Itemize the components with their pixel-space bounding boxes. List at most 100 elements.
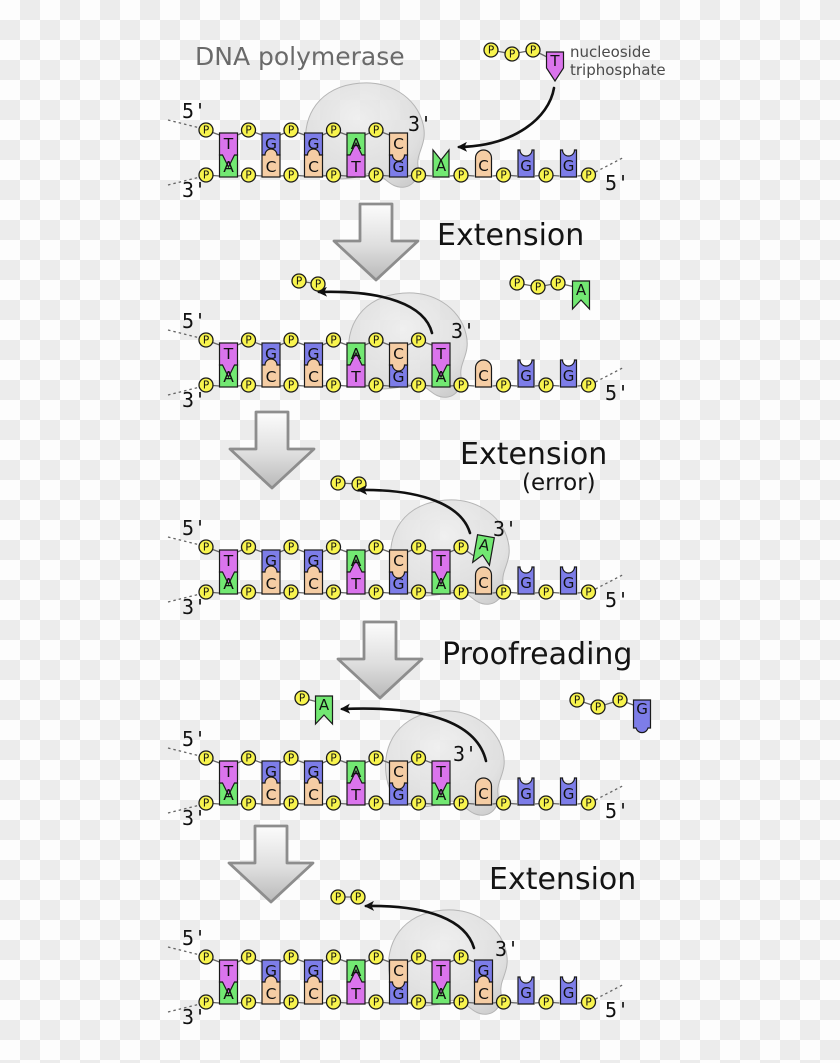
- base-T: [431, 342, 451, 379]
- base-C: [261, 565, 281, 595]
- phosphate-letter: P: [203, 587, 209, 599]
- phosphate-icon: [240, 377, 257, 393]
- phosphate-icon: [240, 795, 257, 811]
- base-T: [431, 959, 451, 996]
- reaction-arrow: [357, 484, 472, 535]
- phosphate-icon: [350, 889, 366, 905]
- base-letter-top: G: [265, 962, 277, 980]
- phosphate-letter: P: [458, 798, 464, 810]
- phosphate-icon: [509, 275, 525, 291]
- base-C: [303, 565, 324, 595]
- phosphate-icon: [368, 332, 384, 348]
- phosphate-letter: P: [458, 542, 464, 554]
- phosphate-letter: P: [203, 125, 209, 137]
- phosphate-letter: P: [330, 542, 336, 554]
- phosphate-letter: P: [500, 997, 506, 1009]
- base-T: [346, 968, 366, 1005]
- base-letter-bottom: A: [223, 575, 234, 593]
- phosphate-letter: P: [203, 542, 209, 554]
- phosphate-letter: P: [585, 587, 591, 599]
- phosphate-letter: P: [595, 702, 601, 714]
- template-base-letter: G: [520, 785, 532, 803]
- title-dna-polymerase: DNA polymerase: [195, 42, 405, 71]
- reaction-arrow: [317, 286, 434, 335]
- base-T: [218, 959, 239, 996]
- template-base-G: [517, 777, 535, 806]
- phosphate-icon: [283, 332, 299, 348]
- phosphate-icon: [538, 167, 554, 183]
- base-C: [261, 975, 281, 1005]
- phosphate-icon: [538, 994, 554, 1010]
- five-prime-label: 5': [605, 998, 629, 1022]
- phosphate-icon: [410, 994, 427, 1010]
- template-base-C: [474, 359, 493, 388]
- phosphate-letter: P: [458, 170, 464, 182]
- phosphate-letter: P: [330, 798, 336, 810]
- phosphate-icon: [198, 377, 214, 393]
- phosphate-letter: P: [585, 170, 591, 182]
- phosphate-letter: P: [535, 282, 541, 294]
- base-T: [431, 760, 451, 797]
- base-C: [388, 132, 409, 162]
- three-prime-end-label: 3': [408, 112, 432, 136]
- base-C: [261, 358, 281, 388]
- base-letter-bottom: T: [350, 575, 361, 593]
- free-base-A: [471, 534, 495, 567]
- phosphate-letter: P: [500, 587, 506, 599]
- phosphate-icon: [325, 332, 342, 348]
- base-T: [218, 760, 239, 797]
- three-prime-label: 3': [182, 178, 206, 202]
- strand-end-dotted: [595, 574, 623, 590]
- phosphate-icon: [283, 949, 299, 965]
- base-letter-bottom: A: [436, 368, 447, 386]
- base-T: [218, 549, 239, 586]
- five-prime-label: 5': [182, 309, 206, 333]
- phosphate-letter: P: [245, 798, 251, 810]
- phosphate-icon: [240, 539, 257, 555]
- phosphate-letter: P: [458, 997, 464, 1009]
- five-prime-label: 5': [182, 99, 206, 123]
- phosphate-letter: P: [373, 380, 379, 392]
- phosphate-letter: P: [530, 45, 536, 57]
- phosphate-letter: P: [617, 695, 623, 707]
- base-letter-bottom: G: [392, 158, 404, 176]
- phosphate-letter: P: [315, 279, 321, 291]
- phosphate-letter: P: [585, 997, 591, 1009]
- base-C: [388, 342, 409, 372]
- phosphate-icon: [368, 994, 384, 1010]
- down-arrow-icon: [332, 202, 420, 282]
- phosphate-icon: [325, 750, 342, 766]
- step-arrow-4: [227, 824, 315, 904]
- phosphate-letter: P: [299, 693, 305, 705]
- phosphate-letter: P: [373, 170, 379, 182]
- phosphate-icon: [410, 795, 427, 811]
- base-letter-top: G: [307, 763, 319, 781]
- phosphate-letter: P: [574, 695, 580, 707]
- phosphate-letter: P: [543, 380, 549, 392]
- phosphate-letter: P: [415, 335, 421, 347]
- phosphate-letter: P: [373, 587, 379, 599]
- phosphate-icon: [410, 949, 427, 965]
- phosphate-letter: P: [288, 798, 294, 810]
- phosphate-letter: P: [415, 380, 421, 392]
- base-letter-bottom: C: [266, 368, 277, 386]
- strand-end-dotted: [595, 984, 623, 1000]
- phosphate-letter: P: [335, 478, 341, 490]
- base-C: [303, 776, 324, 806]
- base-letter-top: C: [393, 135, 404, 153]
- free-base-G: [632, 699, 652, 734]
- base-letter-bottom: C: [308, 786, 319, 804]
- phosphate-icon: [325, 994, 342, 1010]
- template-base-G: [559, 359, 578, 388]
- phosphate-letter: P: [288, 997, 294, 1009]
- phosphate-letter: P: [330, 380, 336, 392]
- five-prime-label: 5': [605, 799, 629, 823]
- phosphate-icon: [368, 795, 384, 811]
- phosphate-icon: [495, 795, 512, 811]
- phosphate-letter: P: [288, 335, 294, 347]
- phosphate-letter: P: [373, 753, 379, 765]
